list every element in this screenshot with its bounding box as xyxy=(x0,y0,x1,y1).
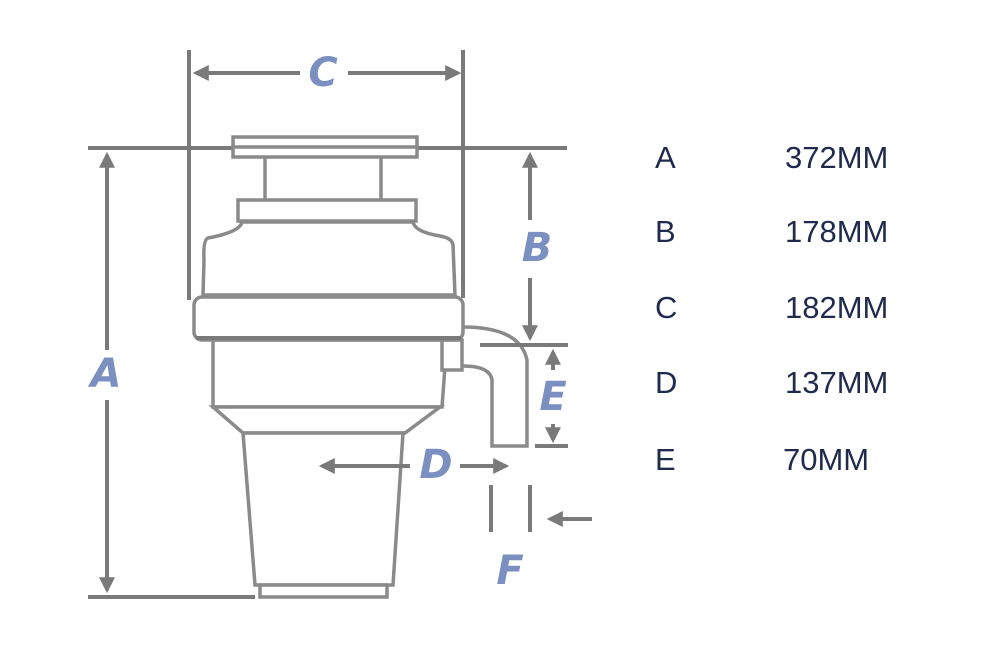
spec-value: 70MM xyxy=(783,442,870,477)
dim-b-label: B xyxy=(522,225,553,271)
spec-value: 178MM xyxy=(785,214,889,249)
spec-key: C xyxy=(655,290,678,325)
spec-key: D xyxy=(655,365,678,400)
dim-d-label: D xyxy=(419,442,452,488)
spec-key: A xyxy=(655,140,676,175)
spec-key: E xyxy=(655,442,676,477)
dim-f-label: F xyxy=(496,548,523,594)
spec-value: 137MM xyxy=(785,365,889,400)
disposer-unit xyxy=(192,135,529,599)
dim-e-label: E xyxy=(539,374,566,420)
spec-value: 182MM xyxy=(785,290,889,325)
spec-key: B xyxy=(655,214,676,249)
dim-c-label: C xyxy=(308,50,337,96)
spec-value: 372MM xyxy=(785,140,889,175)
dim-a-label: A xyxy=(88,351,122,397)
